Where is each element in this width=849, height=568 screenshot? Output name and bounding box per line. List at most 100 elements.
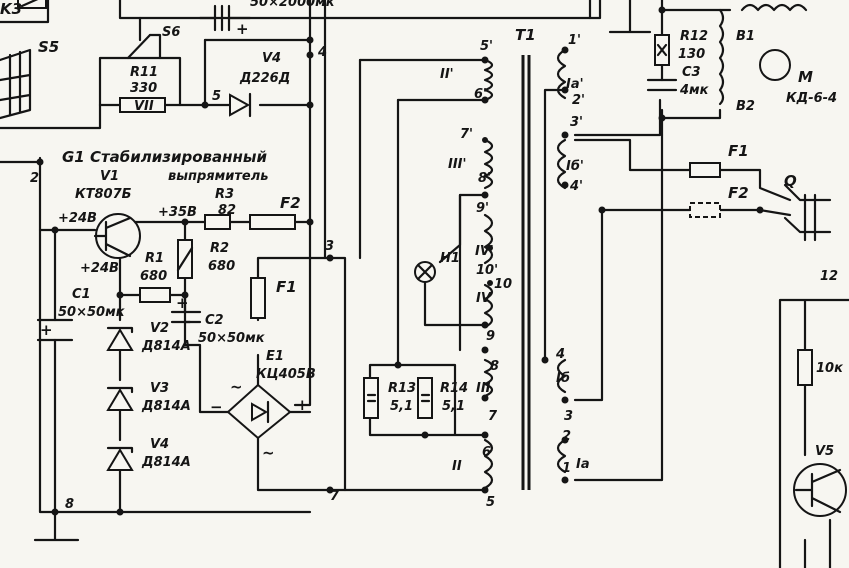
v5-transistor-icon bbox=[793, 463, 847, 517]
v4-diode-icon bbox=[229, 93, 251, 117]
label-winding-ib-prime: Iб' bbox=[566, 159, 584, 174]
winding-ib-icon bbox=[556, 358, 567, 394]
junction-dot bbox=[306, 36, 314, 44]
label-plus: + bbox=[296, 396, 309, 414]
label-winding-iv: IV bbox=[476, 291, 492, 306]
pin-2p: 2' bbox=[572, 93, 585, 108]
label-r14-val: 5,1 bbox=[442, 399, 465, 414]
right-box bbox=[778, 298, 849, 568]
label-c2-val: 50×50мк bbox=[198, 331, 266, 346]
junction-dot bbox=[487, 280, 493, 286]
junction-dot bbox=[561, 476, 569, 484]
f1-right-fuse-icon bbox=[689, 162, 721, 178]
r13-r14-marks bbox=[366, 393, 431, 403]
label-v2-val: Д814А bbox=[141, 339, 191, 354]
pin-3p: 3' bbox=[570, 115, 583, 130]
winding-ib-prime-icon bbox=[556, 138, 567, 190]
pin-5p: 5' bbox=[480, 39, 493, 54]
label-v24a: +24В bbox=[58, 211, 97, 226]
v4-zener-bar bbox=[106, 446, 134, 454]
label-r11-name: R11 bbox=[130, 65, 158, 80]
f2-fuse-icon bbox=[249, 214, 296, 230]
label-c2-plus: + bbox=[176, 294, 189, 312]
junction-dot bbox=[481, 191, 489, 199]
component-labels: K3 S5 S6 50×2000мк R11 330 VII V4 Д226Д … bbox=[0, 0, 844, 512]
junction-dot bbox=[51, 508, 59, 516]
label-v4d-name: V4 bbox=[262, 51, 281, 66]
label-tilde-top: ~ bbox=[230, 378, 243, 396]
k3-meter-needle bbox=[20, 0, 39, 8]
winding-ia-prime-icon bbox=[556, 48, 567, 100]
ground-top bbox=[608, 0, 652, 34]
label-s5: S5 bbox=[38, 38, 59, 56]
label-c1-name: C1 bbox=[72, 287, 91, 302]
label-r3-name: R3 bbox=[215, 187, 234, 202]
label-cap-plus: + bbox=[236, 20, 249, 38]
label-r10k: 10к bbox=[816, 361, 844, 376]
junction-dot bbox=[306, 218, 314, 226]
winding-iv-prime-icon bbox=[483, 213, 494, 265]
junction-dot bbox=[756, 206, 764, 214]
label-n5: 5 bbox=[212, 89, 221, 104]
label-v3-val: Д814А bbox=[141, 399, 191, 414]
label-winding-ia-prime: Ia' bbox=[566, 77, 584, 92]
label-r13-name: R13 bbox=[388, 381, 416, 396]
winding-labels: II' III' IV' IV III II Ia' Iб' Iб Ia bbox=[440, 67, 590, 474]
label-v4z-val: Д814А bbox=[141, 455, 191, 470]
label-g1-title: G1 Стабилизированный bbox=[62, 148, 267, 166]
winding-iii-prime-icon bbox=[483, 138, 494, 190]
label-r13-val: 5,1 bbox=[390, 399, 413, 414]
junction-dot bbox=[36, 158, 44, 166]
pin-9: 9 bbox=[486, 329, 495, 344]
label-v1-name: V1 bbox=[100, 169, 119, 184]
label-m-name: M bbox=[798, 68, 813, 86]
label-winding-ii: II bbox=[452, 459, 462, 474]
e1-bridge-diode bbox=[251, 402, 269, 422]
bridge-bottom bbox=[256, 436, 487, 492]
junction-dot bbox=[181, 218, 189, 226]
label-f1a: F1 bbox=[276, 278, 297, 296]
pin-6p: 6' bbox=[474, 87, 487, 102]
v3-zener-icon bbox=[106, 388, 134, 411]
pin-7p: 7' bbox=[460, 127, 473, 142]
k3-meter-icon bbox=[17, 0, 47, 9]
label-winding-ia: Ia bbox=[576, 457, 590, 472]
label-b2: В2 bbox=[736, 99, 755, 114]
label-vii: VII bbox=[134, 99, 154, 114]
s5-grid bbox=[0, 48, 32, 120]
r-10k-resistor-icon bbox=[797, 349, 813, 386]
label-c3-val: 4мк bbox=[679, 83, 710, 98]
pin-10p: 10' bbox=[476, 263, 498, 278]
junction-dot bbox=[326, 486, 334, 494]
label-r2-name: R2 bbox=[210, 241, 229, 256]
motor-top-coil bbox=[740, 3, 808, 12]
motor-coil-icon bbox=[718, 8, 725, 106]
wire-345 bbox=[328, 256, 347, 492]
label-v35: +35В bbox=[158, 205, 197, 220]
winding-iii-icon bbox=[483, 358, 494, 398]
r12-cross bbox=[656, 43, 668, 57]
junction-dot bbox=[116, 291, 124, 299]
r12-link bbox=[573, 98, 662, 137]
junction-dot bbox=[561, 86, 569, 94]
label-f2b: F2 bbox=[728, 184, 749, 202]
v5-transistor-legs bbox=[794, 468, 842, 514]
label-c1-val: 50×50мк bbox=[58, 305, 126, 320]
pin-labels: 5' 6' 7' 8' 9' 10' 10 9 8 7 6 5 1' 2' 3'… bbox=[460, 33, 585, 510]
label-v4d-val: Д226Д bbox=[239, 71, 290, 86]
winding-ia-icon bbox=[556, 438, 567, 474]
pin-8p: 8' bbox=[478, 171, 491, 186]
v2-zener-bar bbox=[106, 326, 134, 334]
ground-symbol bbox=[33, 510, 80, 542]
pin-8: 8 bbox=[490, 359, 499, 374]
r2-trim-arrow bbox=[176, 246, 194, 272]
pin-1p: 1' bbox=[568, 33, 581, 48]
label-minus: − bbox=[210, 398, 223, 416]
pin-7: 7 bbox=[488, 409, 498, 424]
q-bars bbox=[803, 193, 817, 242]
pin-9p: 9' bbox=[476, 201, 489, 216]
label-c3-name: C3 bbox=[682, 65, 701, 80]
label-v1-val: КТ807Б bbox=[75, 187, 132, 202]
junction-dot bbox=[561, 131, 569, 139]
